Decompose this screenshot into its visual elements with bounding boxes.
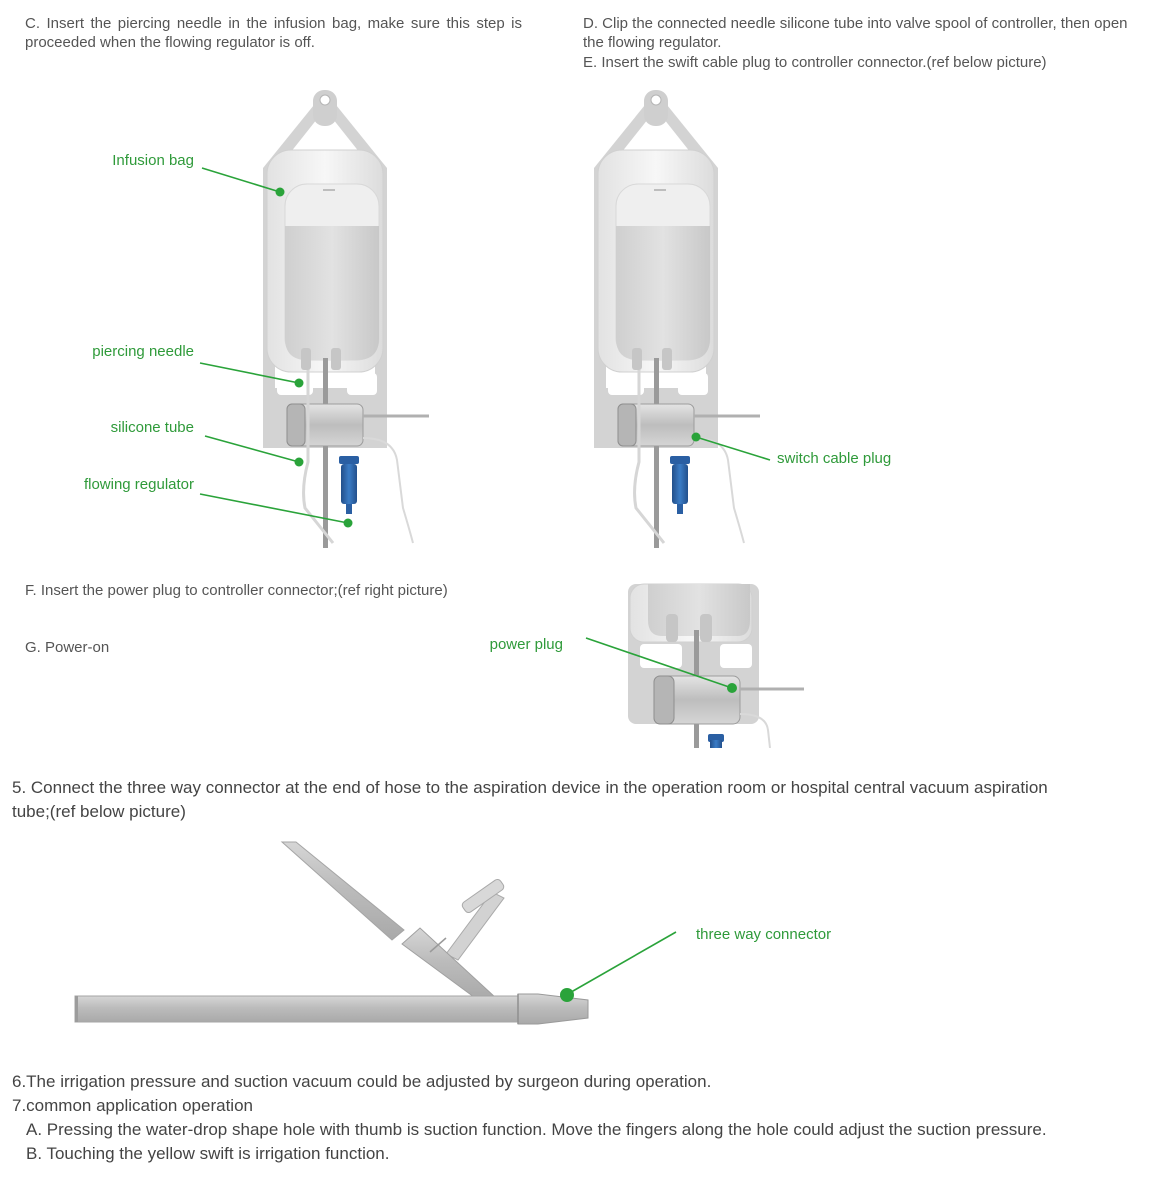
step-7-text: 7.common application operation <box>12 1096 253 1115</box>
step-d-text: D. Clip the connected needle silicone tu… <box>583 15 1128 51</box>
label-flowing-regulator: flowing regulator <box>83 476 194 493</box>
label-switch-cable-plug: switch cable plug <box>777 450 892 467</box>
label-three-way-connector: three way connector <box>696 926 832 943</box>
step-5-text: 5. Connect the three way connector at th… <box>12 778 1048 821</box>
step-6-text: 6.The irrigation pressure and suction va… <box>12 1072 712 1091</box>
label-silicone-tube: silicone tube <box>110 419 194 436</box>
step-g-text: G. Power-on <box>25 639 110 656</box>
step-f-text: F. Insert the power plug to controller c… <box>25 582 448 599</box>
callout-lines <box>199 167 771 1002</box>
step-e-text: E. Insert the swift cable plug to contro… <box>583 54 1047 71</box>
label-power-plug: power plug <box>489 636 563 653</box>
three-way-connector-drawing <box>74 841 589 1025</box>
label-piercing-needle: piercing needle <box>92 343 194 360</box>
step-7a-text: A. Pressing the water-drop shape hole wi… <box>26 1120 1047 1139</box>
power-plug-closeup <box>628 584 804 748</box>
step-7b-text: B. Touching the yellow swift is irrigati… <box>26 1144 390 1163</box>
label-infusion-bag: Infusion bag <box>112 152 194 169</box>
step-c-text: C. Insert the piercing needle in the inf… <box>25 15 522 51</box>
